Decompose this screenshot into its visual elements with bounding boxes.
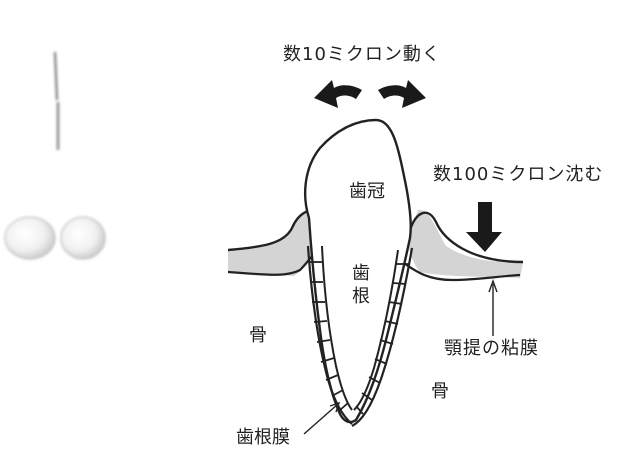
label-vertical-movement: 数100ミクロン沈む	[433, 166, 603, 184]
arrow-left-icon	[314, 80, 362, 108]
arrow-right-icon	[378, 80, 426, 108]
label-mucosa: 顎提の粘膜	[444, 340, 539, 358]
label-bone-right: 骨	[431, 383, 449, 401]
mucosa-pointer-icon	[489, 281, 497, 336]
label-lateral-movement: 数10ミクロン動く	[283, 46, 441, 64]
label-bone-left: 骨	[249, 327, 267, 345]
label-root: 歯根	[351, 263, 371, 308]
label-periodontal-ligament: 歯根膜	[236, 429, 290, 447]
arrow-down-icon	[466, 202, 502, 252]
gum-mucosa-band-right	[408, 210, 523, 278]
gum-mucosa-band	[228, 211, 322, 276]
binder-clip-photo	[5, 52, 105, 259]
pdl-pointer-icon	[304, 403, 339, 434]
label-crown: 歯冠	[349, 183, 385, 201]
